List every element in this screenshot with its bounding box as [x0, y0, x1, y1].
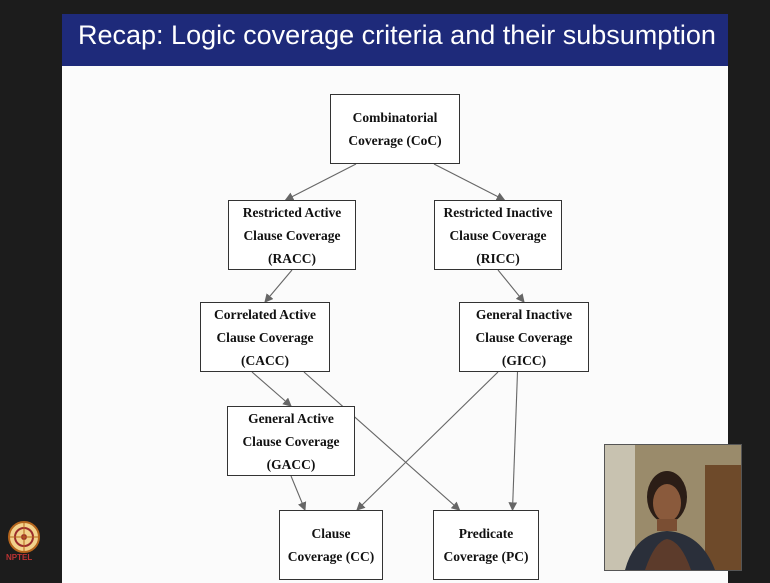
edge-cacc-to-pc: [303, 371, 461, 511]
node-label-line: Restricted Inactive: [443, 205, 553, 220]
edge-coc-to-racc: [284, 163, 357, 201]
nptel-logo-text: NPTEL: [6, 553, 33, 562]
title-bar: Recap: Logic coverage criteria and their…: [62, 14, 728, 66]
node-label-line: General Inactive: [475, 307, 573, 322]
node-label-line: (GACC): [266, 457, 316, 472]
top-frame-strip: [0, 0, 770, 14]
node-label-line: Coverage (CoC): [348, 133, 442, 148]
left-frame-bar: NPTEL: [0, 0, 62, 583]
node-label-line: Clause Coverage: [475, 330, 573, 345]
node-label-line: Combinatorial: [352, 110, 438, 125]
node-label-line: Clause Coverage: [449, 228, 547, 243]
presenter-video-thumbnail: [604, 444, 742, 571]
node-label-line: Coverage (PC): [443, 549, 529, 564]
node-label-line: Restricted Active: [242, 205, 342, 220]
node-label-line: (RICC): [476, 251, 520, 266]
edge-layer: [251, 163, 525, 512]
edge-ricc-to-gicc: [497, 269, 525, 303]
nptel-logo-icon: [8, 521, 40, 553]
edge-coc-to-ricc: [433, 163, 506, 201]
edge-cacc-to-gacc: [251, 371, 292, 407]
edge-gicc-to-pc: [508, 371, 519, 512]
node-label-line: Predicate: [458, 526, 514, 541]
edge-gacc-to-cc: [290, 475, 307, 512]
node-label-line: Clause: [311, 526, 351, 541]
slide-title: Recap: Logic coverage criteria and their…: [78, 20, 716, 50]
node-label-line: General Active: [248, 411, 334, 426]
node-label-line: (GICC): [501, 353, 547, 368]
node-label-line: Coverage (CC): [287, 549, 375, 564]
node-label-line: Correlated Active: [213, 307, 317, 322]
node-label-line: Clause Coverage: [216, 330, 314, 345]
edge-gicc-to-cc: [356, 371, 499, 511]
node-label-line: (CACC): [241, 353, 289, 368]
node-label-line: Clause Coverage: [243, 228, 341, 243]
node-label-line: Clause Coverage: [242, 434, 340, 449]
node-label-line: (RACC): [268, 251, 316, 266]
edge-racc-to-cacc: [264, 269, 293, 303]
presenter-icon: [605, 445, 741, 570]
